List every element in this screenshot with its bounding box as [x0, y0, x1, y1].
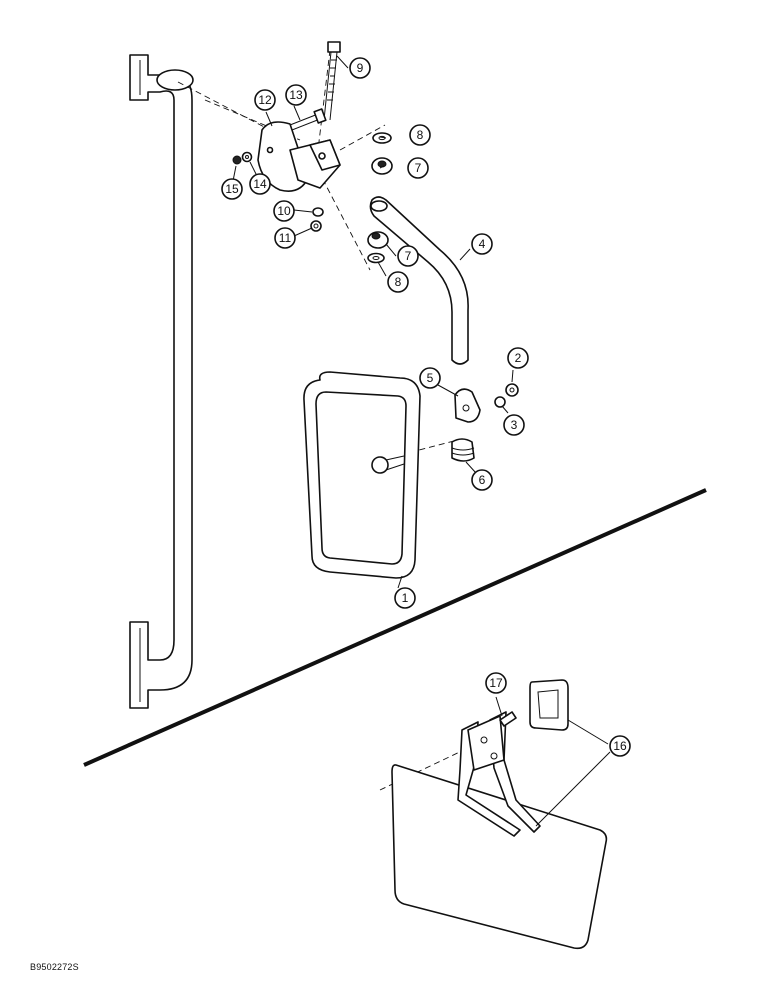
svg-text:10: 10	[277, 204, 291, 218]
svg-text:8: 8	[417, 128, 424, 142]
callout-17: 17	[485, 672, 507, 694]
svg-text:7: 7	[405, 249, 412, 263]
callout-3: 3	[503, 414, 525, 436]
svg-text:9: 9	[357, 61, 364, 75]
callout-14: 14	[249, 173, 271, 195]
svg-text:2: 2	[515, 351, 522, 365]
bolt-9	[323, 41, 341, 121]
sun-visor	[391, 711, 608, 950]
callout-8-bottom: 8	[387, 271, 409, 293]
svg-text:11: 11	[279, 231, 292, 245]
callout-6: 6	[471, 469, 493, 491]
grab-handle	[129, 54, 194, 709]
nut-15	[232, 155, 242, 165]
washer-10	[312, 207, 324, 217]
clamp-5	[454, 388, 481, 423]
svg-text:5: 5	[427, 371, 434, 385]
callout-5: 5	[419, 367, 441, 389]
svg-text:17: 17	[489, 676, 503, 690]
svg-text:13: 13	[289, 88, 303, 102]
bushing-7-top	[371, 157, 393, 175]
callout-13: 13	[285, 84, 307, 106]
callout-10: 10	[273, 200, 295, 222]
washer-3	[494, 396, 506, 408]
figure-code: B9502272S	[30, 962, 79, 972]
washer-14	[241, 151, 253, 163]
alignment-line-7	[379, 747, 469, 791]
nut-2	[505, 383, 519, 397]
mirror-arm	[369, 196, 469, 365]
grommet-6	[451, 438, 475, 462]
screw-17	[499, 711, 517, 727]
svg-text:12: 12	[258, 93, 272, 107]
section-divider	[83, 488, 707, 767]
callout-15: 15	[221, 178, 243, 200]
alignment-line-5	[317, 49, 331, 151]
alignment-line-3	[317, 169, 371, 271]
svg-text:16: 16	[613, 739, 627, 753]
callout-2: 2	[507, 347, 529, 369]
svg-text:3: 3	[511, 418, 518, 432]
svg-text:7: 7	[415, 161, 422, 175]
alignment-line-1	[177, 81, 271, 131]
svg-text:14: 14	[253, 177, 267, 191]
callout-11: 11	[274, 227, 296, 249]
svg-text:4: 4	[479, 237, 486, 251]
callout-8-top: 8	[409, 124, 431, 146]
washer-8-bottom	[367, 252, 385, 264]
visor-pad	[529, 679, 569, 731]
bolt-13	[289, 108, 327, 131]
callout-12: 12	[254, 89, 276, 111]
callout-7-top: 7	[407, 157, 429, 179]
callout-16: 16	[609, 735, 631, 757]
nut-11	[310, 220, 322, 232]
callout-7-bottom: 7	[397, 245, 419, 267]
callout-4: 4	[471, 233, 493, 255]
svg-text:6: 6	[479, 473, 486, 487]
svg-text:8: 8	[395, 275, 402, 289]
callout-1: 1	[394, 587, 416, 609]
rear-view-mirror	[303, 371, 421, 579]
svg-text:1: 1	[402, 591, 409, 605]
alignment-line-4	[339, 124, 386, 151]
callout-9: 9	[349, 57, 371, 79]
leader-lines	[231, 55, 611, 827]
bushing-7-bottom	[367, 231, 389, 249]
svg-text:15: 15	[225, 182, 239, 196]
washer-8-top	[372, 132, 392, 144]
